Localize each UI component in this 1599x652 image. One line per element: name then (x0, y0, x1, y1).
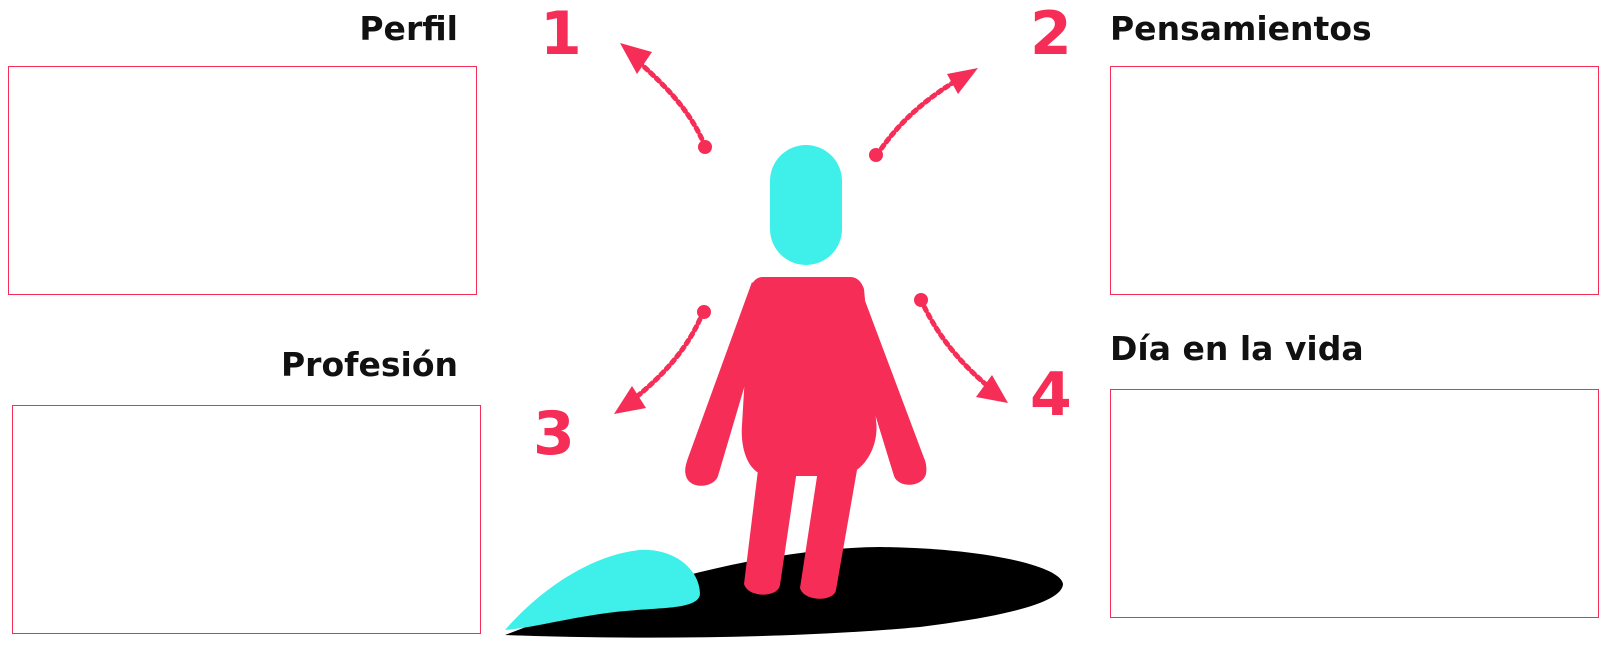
arrow-2-head (947, 68, 978, 94)
arrow-2-dot (869, 148, 883, 162)
arrow-1-dot (698, 140, 712, 154)
person-head (770, 145, 842, 265)
arrow-3-dot (697, 305, 711, 319)
arrow-4-dot (914, 293, 928, 307)
